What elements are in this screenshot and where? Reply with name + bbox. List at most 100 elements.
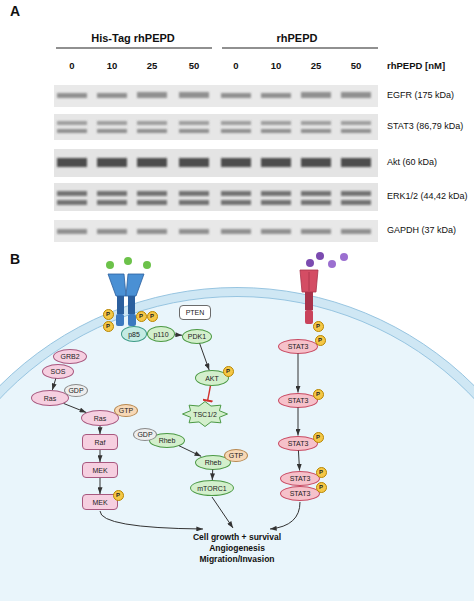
receptor-transmembrane — [128, 296, 135, 314]
cell-membrane — [0, 292, 474, 601]
protein-ellipse: GRB2 — [53, 349, 87, 364]
phospho-circle: P — [103, 321, 114, 332]
protein-ellipse: STAT3 — [278, 339, 318, 354]
outcome-arrow — [270, 502, 300, 529]
node-text: P — [106, 323, 110, 329]
nucleotide-badge: GDP — [133, 428, 157, 441]
node-text: MEK — [92, 467, 107, 474]
node-text: P — [150, 313, 154, 319]
activation-arrow — [100, 450, 101, 462]
blot-strip — [54, 183, 378, 211]
phospho-circle: P — [223, 366, 234, 377]
complex-star: TSC1/2 — [182, 401, 228, 427]
ligand-dot — [340, 253, 348, 261]
akt-band — [57, 158, 371, 167]
phospho-circle: P — [316, 467, 327, 478]
dose-label: 0 — [233, 61, 238, 71]
protein-ellipse: PDK1 — [182, 329, 212, 344]
phospho-circle: P — [313, 389, 324, 400]
blot-label: EGFR (175 kDa) — [387, 91, 454, 100]
protein-ellipse: STAT3 — [278, 436, 318, 451]
protein-ellipse: mTORC1 — [190, 480, 234, 496]
outcome-arrow — [212, 497, 233, 528]
group-underline — [56, 47, 212, 48]
receptor-detail — [309, 272, 310, 291]
blot-label: GAPDH (37 kDa) — [387, 226, 456, 235]
node-text: P — [316, 323, 320, 329]
receptor-tail — [116, 314, 124, 326]
node-text: P — [319, 469, 323, 475]
receptor-ectodomain — [300, 270, 318, 292]
node-text: GRB2 — [60, 353, 79, 360]
erk-band — [57, 200, 371, 205]
blot-bands — [57, 92, 371, 234]
node-text: GTP — [119, 407, 133, 414]
node-text: PDK1 — [188, 333, 206, 340]
gapdh-band — [57, 229, 371, 234]
node-text: mTORC1 — [197, 485, 226, 492]
node-text: STAT3 — [288, 343, 309, 350]
phospho-circle: P — [136, 311, 147, 322]
cell-interior — [0, 292, 474, 601]
node-text: STAT3 — [290, 475, 311, 482]
dose-label: 50 — [189, 61, 200, 71]
node-text: p85 — [128, 331, 140, 338]
dose-label: 0 — [69, 61, 74, 71]
outcome-text: Cell growth + survival — [193, 533, 281, 542]
ligand-dot — [124, 257, 132, 265]
node-text: PTEN — [186, 309, 205, 316]
outcome-arrow — [100, 511, 203, 529]
blot-strip — [54, 149, 378, 177]
receptor-transmembrane — [117, 296, 124, 314]
activation-arrow — [212, 469, 213, 480]
erk-band — [57, 191, 371, 196]
node-text: P — [116, 492, 120, 498]
ligand-dot — [106, 261, 114, 269]
node-text: Ras — [94, 415, 106, 422]
protein-box: PTEN — [179, 305, 211, 320]
protein-ellipse: STAT3 — [280, 471, 320, 486]
axis-title: rhPEPD [nM] — [387, 61, 445, 71]
receptor-ectodomain — [126, 274, 144, 296]
kinase-box: MEK — [82, 462, 118, 478]
node-text: AKT — [205, 375, 219, 382]
membrane-outline — [0, 297, 474, 601]
blot-strip — [54, 85, 378, 107]
outcome-text: Migration/Invasion — [199, 555, 274, 564]
dose-label: 10 — [107, 61, 118, 71]
activation-arrow — [100, 478, 101, 494]
ligand-dot — [143, 261, 151, 269]
activation-arrow — [52, 378, 55, 390]
panel-letter: B — [10, 252, 20, 266]
kinase-box: Raf — [82, 434, 118, 450]
node-text: GTP — [229, 452, 243, 459]
blot-label: ERK1/2 (44,42 kDa) — [387, 192, 468, 201]
receptor-transmembrane — [305, 292, 313, 310]
node-text: STAT3 — [288, 397, 309, 404]
protein-ellipse: Ras — [81, 410, 119, 426]
phospho-circle: P — [316, 482, 327, 493]
protein-ellipse: Ras — [31, 390, 69, 406]
node-text: P — [318, 337, 322, 343]
activation-arrow — [200, 343, 210, 370]
node-text: P — [316, 391, 320, 397]
blot-label: Akt (60 kDa) — [387, 158, 437, 167]
node-text: P — [106, 311, 110, 317]
receptor-ectodomain — [108, 274, 126, 296]
group-heading: rhPEPD — [277, 33, 318, 44]
activation-arrow — [64, 404, 86, 413]
outcome-text: Angiogenesis — [209, 544, 265, 553]
ligand-dot — [316, 252, 324, 260]
phospho-circle: P — [147, 311, 158, 322]
nucleotide-badge: GDP — [64, 384, 88, 397]
blot-strip — [54, 114, 378, 140]
membrane-outline — [0, 288, 474, 601]
node-text: GDP — [68, 387, 83, 394]
node-text: STAT3 — [288, 440, 309, 447]
node-text: GDP — [137, 431, 152, 438]
inhibition-connector — [208, 386, 211, 401]
phospho-circle: P — [113, 490, 124, 501]
group-heading: His-Tag rhPEPD — [91, 33, 175, 44]
protein-ellipse: STAT3 — [278, 393, 318, 408]
